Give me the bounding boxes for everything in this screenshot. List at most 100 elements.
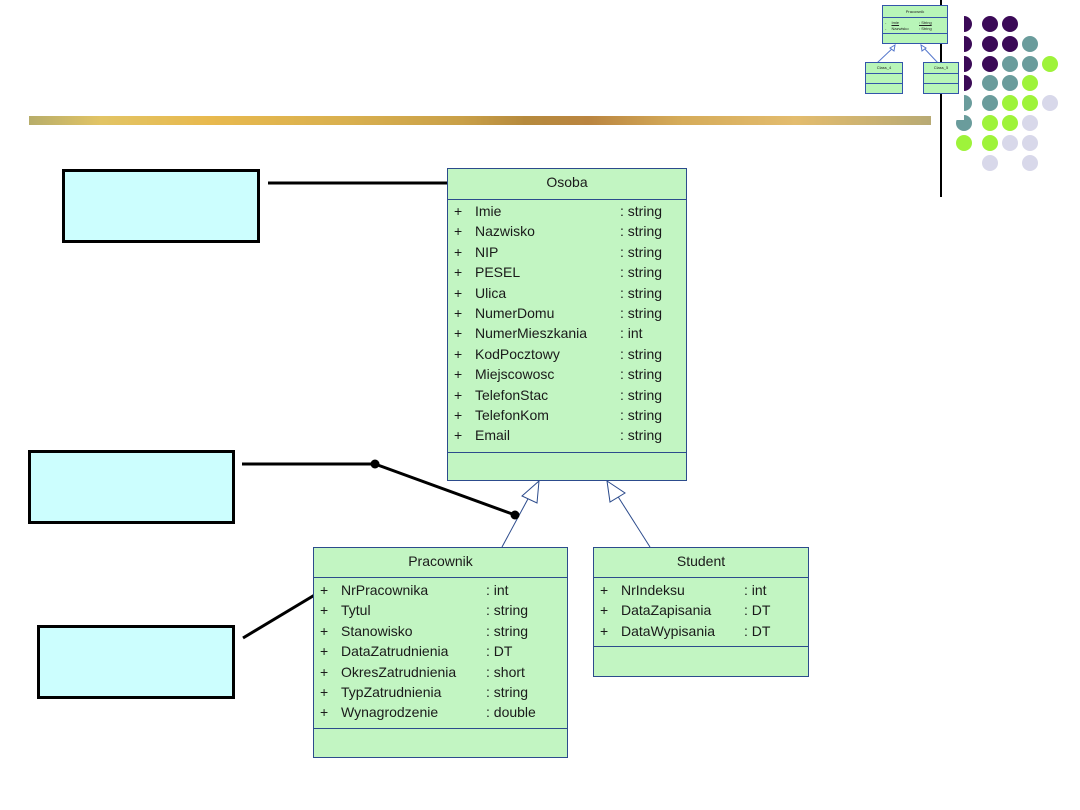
- note-box-generalization: [28, 450, 235, 524]
- class-attribute: +PESEL: string: [448, 262, 686, 282]
- attribute-visibility: +: [454, 243, 463, 260]
- attribute-type: : int: [744, 582, 767, 598]
- decorative-dot: [1022, 56, 1038, 72]
- attribute-type: : string: [486, 602, 529, 619]
- attribute-name: Nazwisko: [475, 223, 535, 240]
- decorative-dot: [1002, 16, 1018, 32]
- attribute-type: : DT: [486, 643, 513, 660]
- attribute-type: : string: [620, 284, 663, 301]
- class-attribute: + Stanowisko : string: [314, 621, 567, 641]
- decorative-dot: [982, 95, 998, 111]
- class-attribute: + TypZatrudnienia : string: [314, 682, 567, 702]
- attribute-visibility: +: [600, 582, 609, 598]
- attribute-name: TelefonStac: [475, 386, 549, 403]
- attribute-type: : string: [620, 243, 663, 260]
- decorative-dot: [1002, 75, 1018, 91]
- decorative-dot: [1002, 56, 1018, 72]
- class-attribute: +Tytul: string: [314, 600, 567, 620]
- attribute-name: NrPracownika: [341, 582, 429, 598]
- attribute-type: : short: [486, 663, 525, 680]
- attribute-visibility: +: [320, 643, 329, 660]
- note-box-pracownik: [37, 625, 235, 699]
- attribute-visibility: +: [454, 407, 463, 423]
- thumbnail-class-4: Class_4: [865, 62, 903, 94]
- attribute-visibility: +: [320, 602, 329, 619]
- attribute-name: PESEL: [475, 264, 521, 281]
- attribute-visibility: +: [454, 284, 463, 301]
- attribute-visibility: +: [320, 663, 329, 680]
- attribute-type: : DT: [744, 602, 771, 619]
- attribute-name: KodPocztowy: [475, 345, 560, 362]
- attribute-visibility: +: [454, 386, 463, 403]
- thumbnail-attr: - Nazwisko : String: [885, 26, 932, 31]
- thumbnail-generalization-arrows: [876, 44, 939, 64]
- decorative-dot: [982, 56, 998, 72]
- class-name: Pracownik: [408, 553, 473, 569]
- decorative-dot: [1022, 36, 1038, 52]
- attribute-type: : string: [620, 223, 663, 240]
- thumbnail-class-5: Class_5: [923, 62, 959, 94]
- thumbnail-class-title: Pracownik: [905, 9, 925, 14]
- attribute-name: NrIndeksu: [621, 582, 685, 598]
- decorative-dot: [956, 135, 972, 151]
- class-attribute: + DataWypisania : DT: [594, 621, 808, 641]
- attribute-name: DataZatrudnienia: [341, 643, 449, 660]
- attribute-name: DataWypisania: [621, 622, 716, 639]
- thumbnail-attr: - Imie : String: [885, 20, 932, 25]
- attribute-type: : DT: [744, 622, 771, 639]
- class-attribute: + Imie : string: [448, 201, 686, 221]
- attribute-type: : string: [620, 366, 663, 383]
- class-attribute: + NrIndeksu : int: [594, 580, 808, 600]
- attribute-visibility: +: [454, 427, 463, 444]
- attribute-name: OkresZatrudnienia: [341, 663, 457, 680]
- attribute-name: Wynagrodzenie: [341, 704, 439, 721]
- decorative-dot: [1002, 135, 1018, 151]
- attribute-visibility: +: [600, 622, 609, 639]
- attribute-visibility: +: [320, 684, 329, 700]
- decorative-dot: [982, 36, 998, 52]
- generalization-arrowhead-pracownik: [521, 479, 540, 504]
- decorative-dot: [1022, 115, 1038, 131]
- class-attribute: +Wynagrodzenie: double: [314, 702, 567, 722]
- decorative-dot: [1042, 56, 1058, 72]
- attribute-type: : string: [620, 305, 663, 321]
- attribute-type: : string: [620, 407, 663, 423]
- class-attribute: + DataZatrudnienia : DT: [314, 641, 567, 661]
- attribute-name: NumerMieszkania: [475, 325, 588, 342]
- generalization-arrowhead-student: [606, 479, 626, 503]
- attribute-visibility: +: [320, 622, 329, 639]
- decorative-dot: [982, 115, 998, 131]
- class-attribute: +KodPocztowy: string: [448, 344, 686, 364]
- class-attribute: + Miejscowosc : string: [448, 364, 686, 384]
- class-attribute: +DataZapisania: DT: [594, 600, 808, 620]
- class-attribute: +TelefonKom: string: [448, 405, 686, 425]
- attribute-type: : string: [486, 684, 529, 700]
- class-attribute: +NumerDomu: string: [448, 303, 686, 323]
- attribute-type: : string: [486, 622, 529, 639]
- attribute-visibility: +: [454, 366, 463, 383]
- attribute-type: : double: [486, 704, 536, 721]
- decorative-gold-bar: [29, 116, 931, 125]
- attribute-visibility: +: [454, 345, 463, 362]
- attribute-visibility: +: [454, 203, 463, 219]
- class-attribute: +TelefonStac: string: [448, 385, 686, 405]
- attribute-type: : string: [620, 427, 663, 444]
- decorative-dot: [982, 75, 998, 91]
- attribute-name: Imie: [475, 203, 502, 219]
- class-name: Student: [676, 553, 726, 569]
- attribute-visibility: +: [454, 305, 463, 321]
- attribute-name: TypZatrudnienia: [341, 684, 442, 700]
- class-attribute: + OkresZatrudnienia : short: [314, 662, 567, 682]
- uml-class-pracownik[interactable]: Pracownik +NrPracownika: int+Tytul: stri…: [313, 547, 568, 758]
- decorative-dot: [982, 155, 998, 171]
- decorative-dot: [1022, 135, 1038, 151]
- attribute-name: Miejscowosc: [475, 366, 555, 383]
- attribute-name: Ulica: [475, 284, 507, 301]
- attribute-name: Stanowisko: [341, 622, 413, 639]
- uml-class-osoba[interactable]: Osoba +Imie: string+Nazwisko: string+NIP…: [447, 168, 687, 481]
- decorative-dot: [1002, 115, 1018, 131]
- attribute-type: : string: [620, 203, 663, 219]
- uml-class-student[interactable]: Student + NrIndeksu : int +DataZapisania: D…: [593, 547, 809, 677]
- note-box-osoba: [62, 169, 260, 243]
- decorative-dot: [982, 16, 998, 32]
